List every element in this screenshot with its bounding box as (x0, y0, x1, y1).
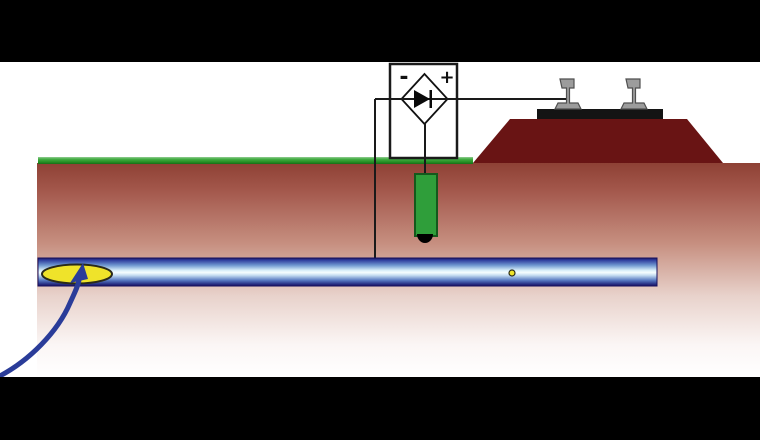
railway-embankment (473, 119, 723, 163)
grounding-anode (414, 173, 438, 237)
grass-surface (38, 157, 473, 164)
right-rail (620, 78, 648, 110)
pipeline (37, 257, 658, 287)
plus-label: + (439, 67, 454, 88)
minus-label: - (399, 65, 408, 90)
diode-cathode-bar (429, 90, 432, 108)
diode-icon (414, 90, 430, 108)
small-defect-dot (508, 269, 516, 277)
current-arrowhead (70, 263, 88, 283)
top-letterbox-bar (0, 0, 760, 62)
railway-sleeper (537, 109, 663, 119)
anode-tip (417, 234, 433, 243)
bottom-letterbox-bar (0, 377, 760, 440)
left-rail (554, 78, 582, 110)
current-arrow (0, 277, 82, 379)
